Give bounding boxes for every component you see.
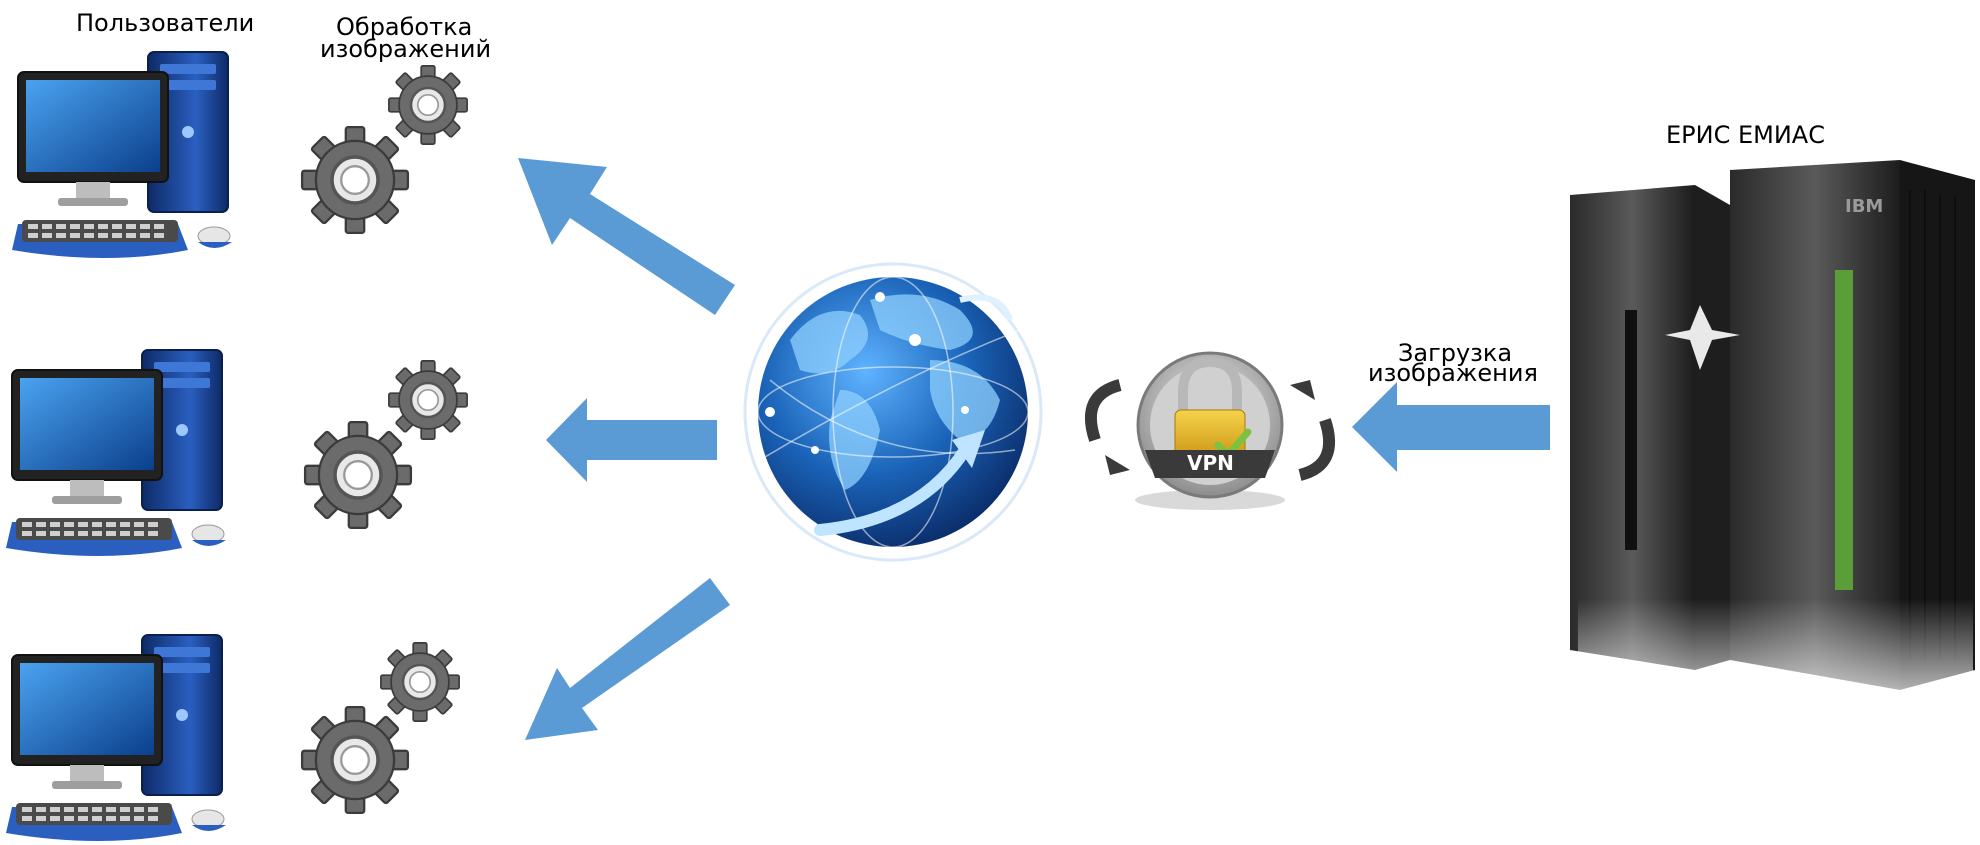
- gears-icon: [300, 64, 469, 235]
- processing-label-line1: Обработка: [336, 13, 473, 41]
- server-rack-icon: [1570, 160, 1975, 735]
- upload-label-line1: Загрузка: [1398, 339, 1513, 367]
- gears-icon: [303, 359, 469, 530]
- desktop-computer-icon: [5, 349, 227, 557]
- server-logo: IBM: [1845, 196, 1884, 217]
- server-label: ЕРИС ЕМИАС: [1666, 121, 1825, 149]
- arrow-icon: [525, 578, 730, 740]
- vpn-label: VPN: [1187, 451, 1234, 475]
- users-label: Пользователи: [76, 9, 255, 37]
- vpn-lock-icon: [1085, 351, 1335, 510]
- arrow-icon: [518, 158, 735, 315]
- upload-label-line2: изображения: [1368, 359, 1538, 387]
- desktop-computer-icon: [5, 634, 227, 842]
- arrow-icon: [546, 398, 717, 482]
- globe-icon: [743, 262, 1043, 562]
- processing-label-line2: изображений: [320, 35, 492, 63]
- arrow-icon: [1352, 382, 1550, 472]
- desktop-computer-icon: [11, 51, 233, 259]
- gears-icon: [300, 641, 461, 815]
